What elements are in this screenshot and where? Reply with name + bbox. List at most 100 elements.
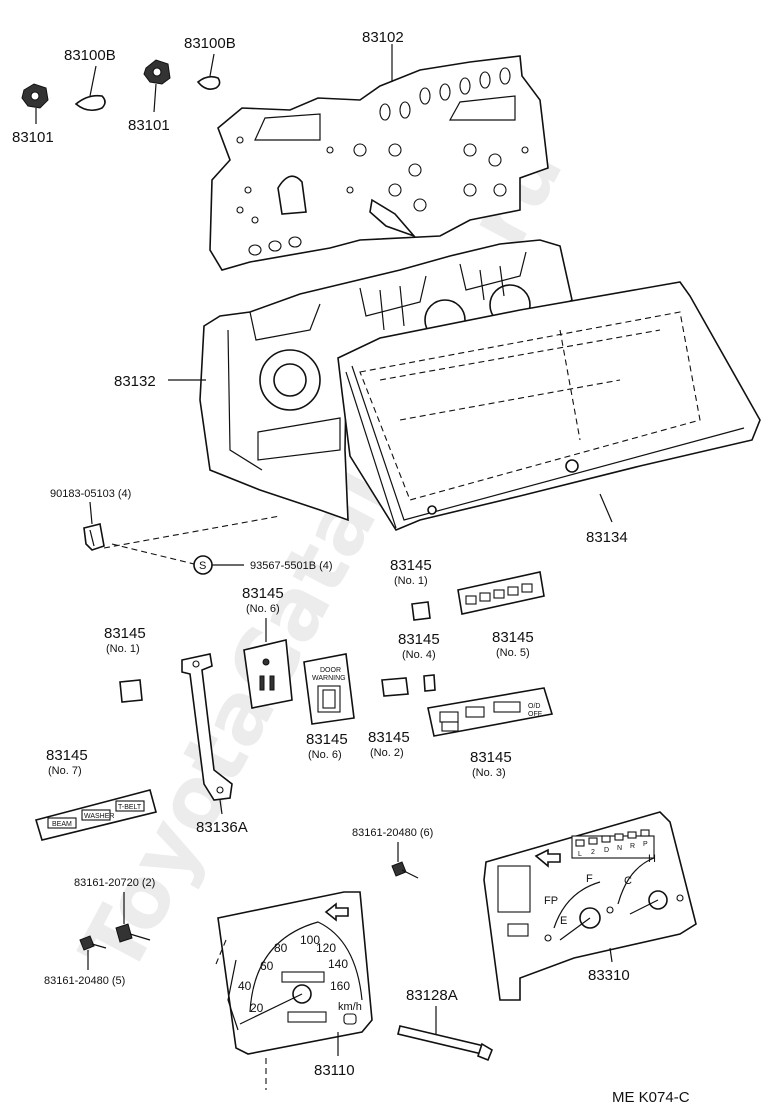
label-83310: 83310 [588,967,630,984]
label-83136a: 83136A [196,819,248,836]
leader-83100b-right [209,53,215,77]
cluster-lens-83134 [337,281,761,532]
dash-83110-side [215,939,227,965]
dash-90183-to-housing [103,515,281,549]
dash-93567 [111,543,195,565]
gear-2: 2 [591,849,595,856]
label-83145-no6-top-num: 83145 [242,585,284,602]
label-83145-no1-top-num: 83145 [390,557,432,574]
gear-r: R [630,843,635,850]
speedometer-83110: 20 40 60 80 100 120 140 160 km/h [217,891,373,1055]
no7-beam: BEAM [52,821,72,828]
lens-piece-83145-no1-top [411,601,431,621]
label-83101-left: 83101 [12,129,54,146]
speedo-160: 160 [330,979,350,993]
plate-holes [236,67,529,256]
leader-83136a [219,799,223,815]
leader-83100b-left [89,65,97,97]
speedo-unit: km/h [338,1001,362,1013]
label-83145-no1-top-sub: (No. 1) [394,575,428,587]
gauge-arrow-icon [534,848,561,868]
diagram-code: ME K074-C [612,1089,690,1106]
leader-83310 [609,947,613,963]
indicator-strip-83145-no7: BEAM WASHER T-BELT [34,789,157,841]
label-83161-20480-5: 83161-20480 (5) [44,975,125,987]
leader-83134 [599,493,613,523]
door-warning-plate-83145-no6: DOOR WARNING [303,653,355,725]
label-90183: 90183-05103 (4) [50,488,131,500]
indicator-strip-83145-no3: O/D OFF [427,687,554,737]
label-83145-no3-sub: (No. 3) [472,767,506,779]
label-83134: 83134 [586,529,628,546]
bulb-83100b-right [196,75,221,90]
label-83101-right: 83101 [128,117,170,134]
clip-90183 [83,523,105,551]
label-83102: 83102 [362,29,404,46]
screw-83161-20480-6 [391,861,419,879]
label-83145-no1-left-num: 83145 [104,625,146,642]
lens-piece-83145-no1-left [119,679,143,703]
label-83145-no4-sub: (No. 4) [402,649,436,661]
gear-d: D [604,847,609,854]
fuel-empty: E [560,915,567,927]
no7-tbelt: T-BELT [118,804,142,811]
no7-washer: WASHER [84,813,114,820]
speedo-120: 120 [316,941,336,955]
label-83100b-left: 83100B [64,47,116,64]
speedo-20: 20 [250,1001,264,1015]
speedo-100: 100 [300,933,320,947]
indicator-plate-83145-no6-top [243,639,293,709]
gauge-panel-83310: L 2 D N R P FP F E C H [483,811,697,1001]
lens-piece-83145-no2 [381,677,409,697]
label-83145-no1-left-sub: (No. 1) [106,643,140,655]
label-93567: 93567-5501B (4) [250,560,333,572]
s-symbol-text: S [199,560,206,572]
printed-circuit-plate-83102 [209,55,549,271]
label-83145-no2-num: 83145 [368,729,410,746]
no3-off: OFF [528,711,542,718]
label-83145-no6-bottom-sub: (No. 6) [308,749,342,761]
screw-83161-20480-5 [79,935,107,951]
speedo-140: 140 [328,957,348,971]
label-83145-no7-sub: (No. 7) [48,765,82,777]
leader-83101-right [153,83,157,113]
temp-hot: H [648,853,656,865]
fuel-full: F [586,873,593,885]
label-83132: 83132 [114,373,156,390]
bulb-socket-83101-right [143,59,171,85]
label-83145-no5-sub: (No. 5) [496,647,530,659]
label-83145-no7-num: 83145 [46,747,88,764]
label-83161-20480-6: 83161-20480 (6) [352,827,433,839]
gear-indicator: L 2 D N R P [571,829,655,859]
fuel-mark: FP [544,895,558,907]
warning-line2: WARNING [312,675,346,682]
label-83100b-right: 83100B [184,35,236,52]
lens-piece-83145-no4 [423,674,436,692]
shaft-83128a [397,1025,493,1062]
screw-83161-20720-2 [115,923,151,943]
gear-p: P [643,841,648,848]
indicator-strip-83145-no5 [457,571,545,615]
bulb-socket-83101-left [21,83,49,109]
warning-line1: DOOR [320,667,341,674]
bracket-83136a [181,653,233,801]
speedo-80: 80 [274,941,288,955]
gear-l: L [578,851,582,858]
bulb-83100b-left [74,94,106,112]
label-83145-no6-bottom-num: 83145 [306,731,348,748]
label-83145-no3-num: 83145 [470,749,512,766]
temp-cold: C [624,875,632,887]
label-83145-no4-num: 83145 [398,631,440,648]
label-83110: 83110 [314,1062,355,1079]
speedo-60: 60 [260,959,274,973]
label-83128a: 83128A [406,987,458,1004]
speedo-arrow-icon [324,902,349,922]
gear-n: N [617,845,622,852]
no3-od: O/D [528,703,540,710]
leader-90183 [89,501,93,525]
label-83161-20720-2: 83161-20720 (2) [74,877,155,889]
label-83145-no6-top-sub: (No. 6) [246,603,280,615]
speedo-40: 40 [238,979,252,993]
label-83145-no5-num: 83145 [492,629,534,646]
